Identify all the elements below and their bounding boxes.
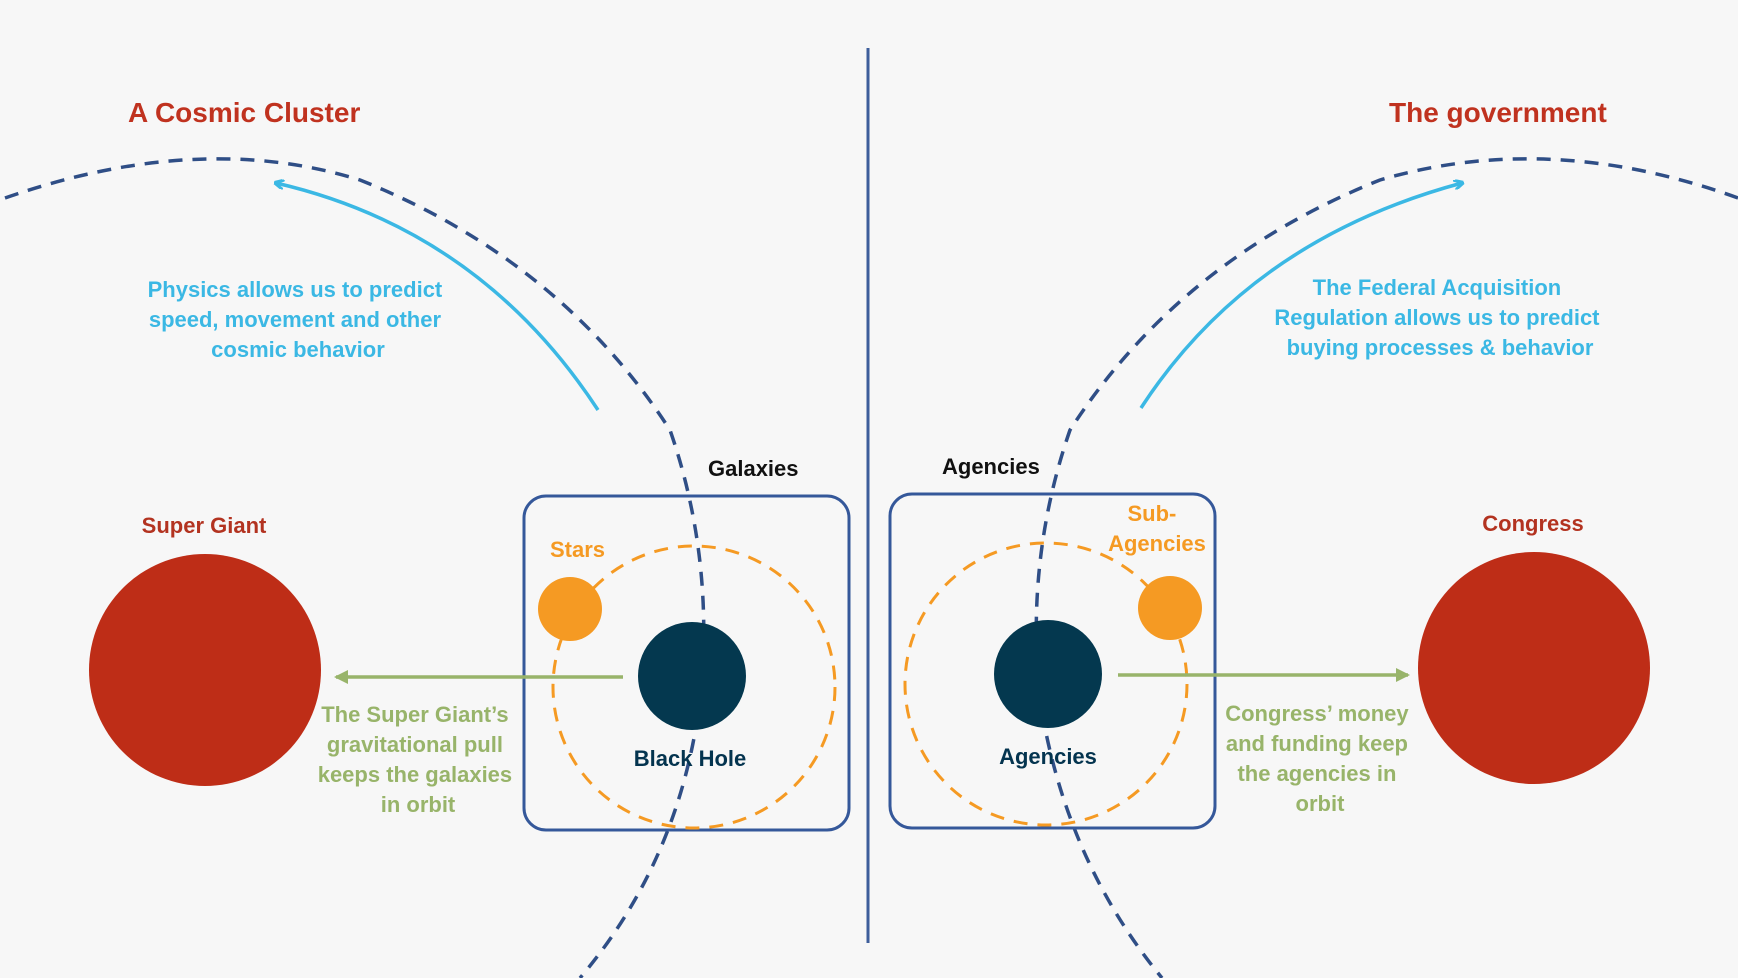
left-title: A Cosmic Cluster	[128, 97, 360, 128]
black-hole-circle	[638, 622, 746, 730]
star-satellite	[538, 577, 602, 641]
far-text-line: Regulation allows us to predict	[1274, 305, 1600, 330]
agencies-core-label: Agencies	[999, 744, 1097, 769]
gravity-text-line: in orbit	[381, 792, 456, 817]
right-title: The government	[1389, 97, 1607, 128]
physics-text-line: cosmic behavior	[211, 337, 385, 362]
sub-agencies-label: Sub- Agencies	[1108, 501, 1206, 556]
cluster-orbit-path	[4, 157, 706, 978]
funding-text-line: Congress’ money	[1225, 701, 1409, 726]
right-panel: The government The Federal Acquisition R…	[888, 97, 1738, 978]
left-panel: A Cosmic Cluster Physics allows us to pr…	[4, 97, 851, 978]
far-text-line: buying processes & behavior	[1287, 335, 1594, 360]
gravity-text: The Super Giant’s gravitational pull kee…	[318, 702, 519, 817]
physics-text-line: Physics allows us to predict	[148, 277, 443, 302]
physics-text-line: speed, movement and other	[149, 307, 442, 332]
gravity-text-line: keeps the galaxies	[318, 762, 512, 787]
sub-agencies-label-line: Agencies	[1108, 531, 1206, 556]
funding-text-line: and funding keep	[1226, 731, 1408, 756]
gravity-text-line: The Super Giant’s	[321, 702, 508, 727]
galaxies-label: Galaxies	[708, 456, 799, 481]
stars-label: Stars	[550, 537, 605, 562]
super-giant-circle	[89, 554, 321, 786]
congress-label: Congress	[1482, 511, 1583, 536]
congress-circle	[1418, 552, 1650, 784]
physics-text: Physics allows us to predict speed, move…	[148, 277, 449, 362]
sub-agencies-label-line: Sub-	[1127, 501, 1176, 526]
far-arrow	[1139, 183, 1462, 409]
sub-agency-satellite	[1138, 576, 1202, 640]
gravity-text-line: gravitational pull	[327, 732, 503, 757]
black-hole-label: Black Hole	[634, 746, 747, 771]
government-orbit-path	[1034, 157, 1738, 978]
funding-text-line: orbit	[1296, 791, 1346, 816]
agencies-core-circle	[994, 620, 1102, 728]
funding-text: Congress’ money and funding keep the age…	[1225, 701, 1415, 816]
stars-orbit	[551, 544, 837, 830]
agencies-box	[888, 492, 1217, 830]
agencies-box-label: Agencies	[942, 454, 1040, 479]
super-giant-label: Super Giant	[142, 513, 267, 538]
far-text-line: The Federal Acquisition	[1313, 275, 1562, 300]
funding-text-line: the agencies in	[1237, 761, 1396, 786]
far-text: The Federal Acquisition Regulation allow…	[1274, 275, 1605, 360]
sub-agencies-orbit	[903, 541, 1189, 827]
physics-arrow	[276, 183, 600, 411]
galaxies-box	[522, 494, 851, 832]
